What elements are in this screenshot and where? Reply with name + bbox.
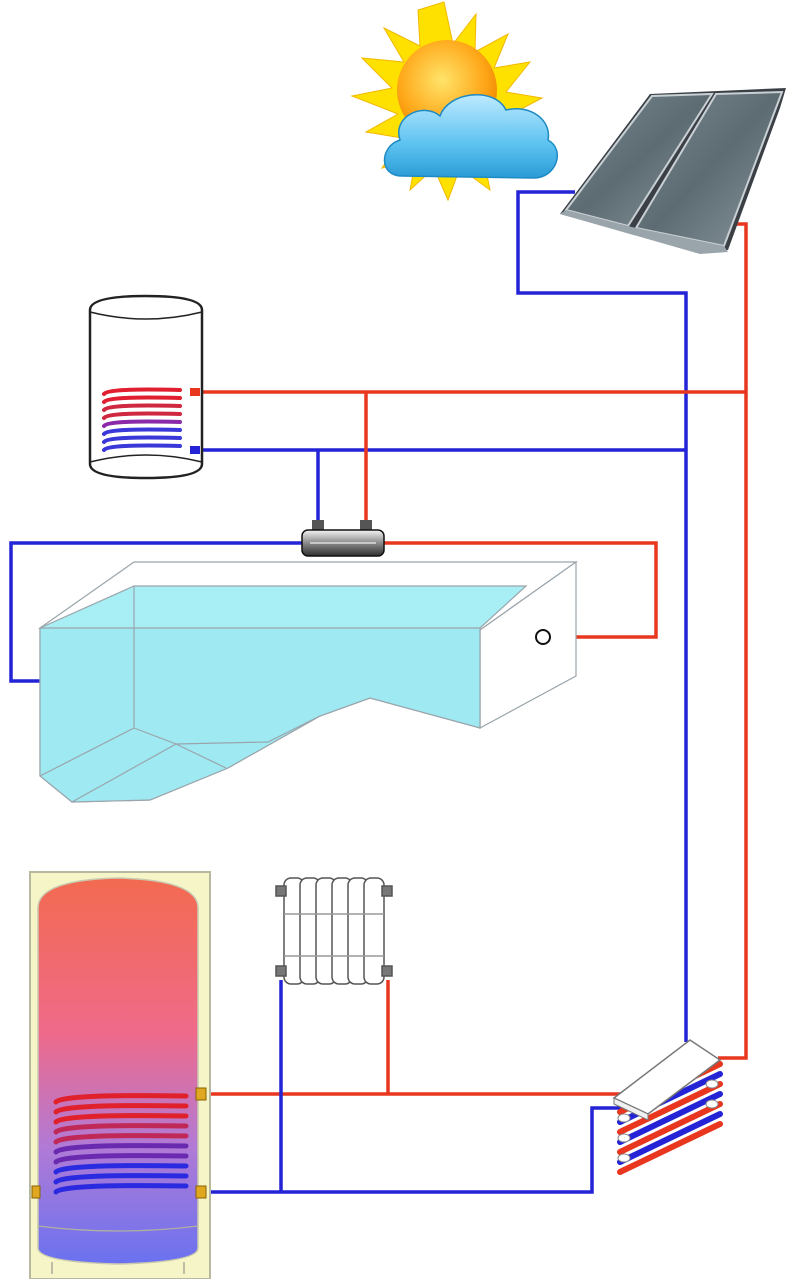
solar-panel-icon	[560, 88, 786, 254]
cold-pipe-solar-return	[516, 190, 688, 1042]
water-heater-icon	[88, 294, 204, 480]
cloud-icon	[383, 94, 559, 179]
storage-tank-coil	[53, 1093, 189, 1195]
radiator-icon	[275, 877, 393, 985]
small-boiler-coil	[102, 387, 182, 452]
pipes	[9, 190, 748, 1194]
hot-pipe-pool-supply	[384, 541, 658, 639]
cold-pipe-tank-return	[204, 1106, 624, 1194]
storage-tank-icon	[29, 871, 211, 1279]
cold-pipe-pool-return	[9, 541, 304, 683]
pool-icon	[38, 560, 578, 803]
plate-exchanger-icon	[612, 1039, 723, 1175]
heat-exchanger-icon	[301, 520, 385, 557]
hot-pipe-solar-supply	[718, 222, 748, 1060]
